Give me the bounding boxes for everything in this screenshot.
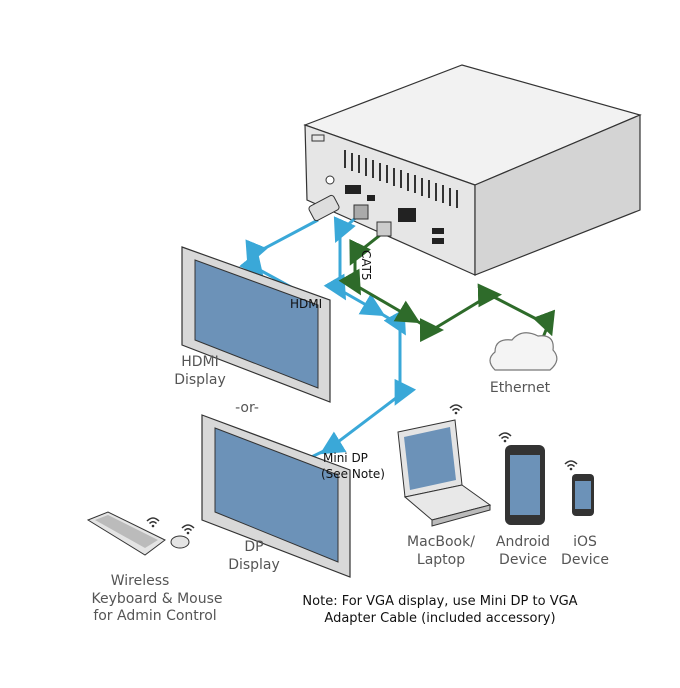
hdmi-port-icon xyxy=(345,185,361,194)
keyboard-icon xyxy=(86,511,166,556)
android-tablet-icon xyxy=(505,445,545,525)
ios-label: iOS xyxy=(573,534,597,550)
wifi-icon xyxy=(449,404,463,416)
dp-display-label: DP xyxy=(244,539,263,555)
keyboard-mouse-label: for Admin Control xyxy=(93,608,216,624)
hdmi-display xyxy=(181,246,331,403)
usb-port-icon xyxy=(432,228,444,234)
dp-display xyxy=(201,414,351,578)
cat5-cable xyxy=(338,230,556,346)
audio-jack-icon xyxy=(325,175,335,185)
cloud-icon xyxy=(489,332,558,371)
wifi-icon xyxy=(564,460,578,472)
minidp-port-icon xyxy=(367,195,375,201)
dp-display-label: Display xyxy=(228,557,280,573)
android-label: Android xyxy=(496,534,550,550)
main-device xyxy=(303,64,642,276)
laptop-icon xyxy=(397,419,492,527)
keyboard-mouse-label: Wireless xyxy=(111,573,170,589)
power-button-icon xyxy=(311,134,325,142)
wifi-icon xyxy=(498,432,512,444)
hdmi-display-label: Display xyxy=(174,372,226,388)
mouse-icon xyxy=(170,535,190,549)
usb-port-icon xyxy=(432,238,444,244)
or-label: -or- xyxy=(235,400,259,416)
ios-label: Device xyxy=(561,552,609,568)
wifi-icon xyxy=(146,517,160,529)
keyboard-mouse-label: Keyboard & Mouse xyxy=(91,591,222,607)
android-label: Device xyxy=(499,552,547,568)
ios-phone-icon xyxy=(572,474,594,516)
ethernet-label: Ethernet xyxy=(490,380,551,396)
note-text: Note: For VGA display, use Mini DP to VG… xyxy=(302,594,577,609)
minidp-cable-label: Mini DP xyxy=(323,451,368,465)
hdmi-display-label: HDMI xyxy=(181,354,219,370)
laptop-label: MacBook/ xyxy=(407,534,475,550)
ethernet-port-icon xyxy=(398,208,416,222)
hdmi-cable-label: HDMI xyxy=(290,297,322,311)
note-text: Adapter Cable (included accessory) xyxy=(324,611,555,626)
rj45-connector-icon xyxy=(376,221,392,237)
minidp-connector-icon xyxy=(353,204,369,220)
wifi-icon xyxy=(181,524,195,536)
cat5-cable-label: CAT5 xyxy=(359,250,373,281)
laptop-label: Laptop xyxy=(417,552,465,568)
minidp-cable-label: (See Note) xyxy=(321,467,385,481)
hdmi-connector-icon xyxy=(308,194,340,222)
hdmi-cable xyxy=(239,218,319,294)
